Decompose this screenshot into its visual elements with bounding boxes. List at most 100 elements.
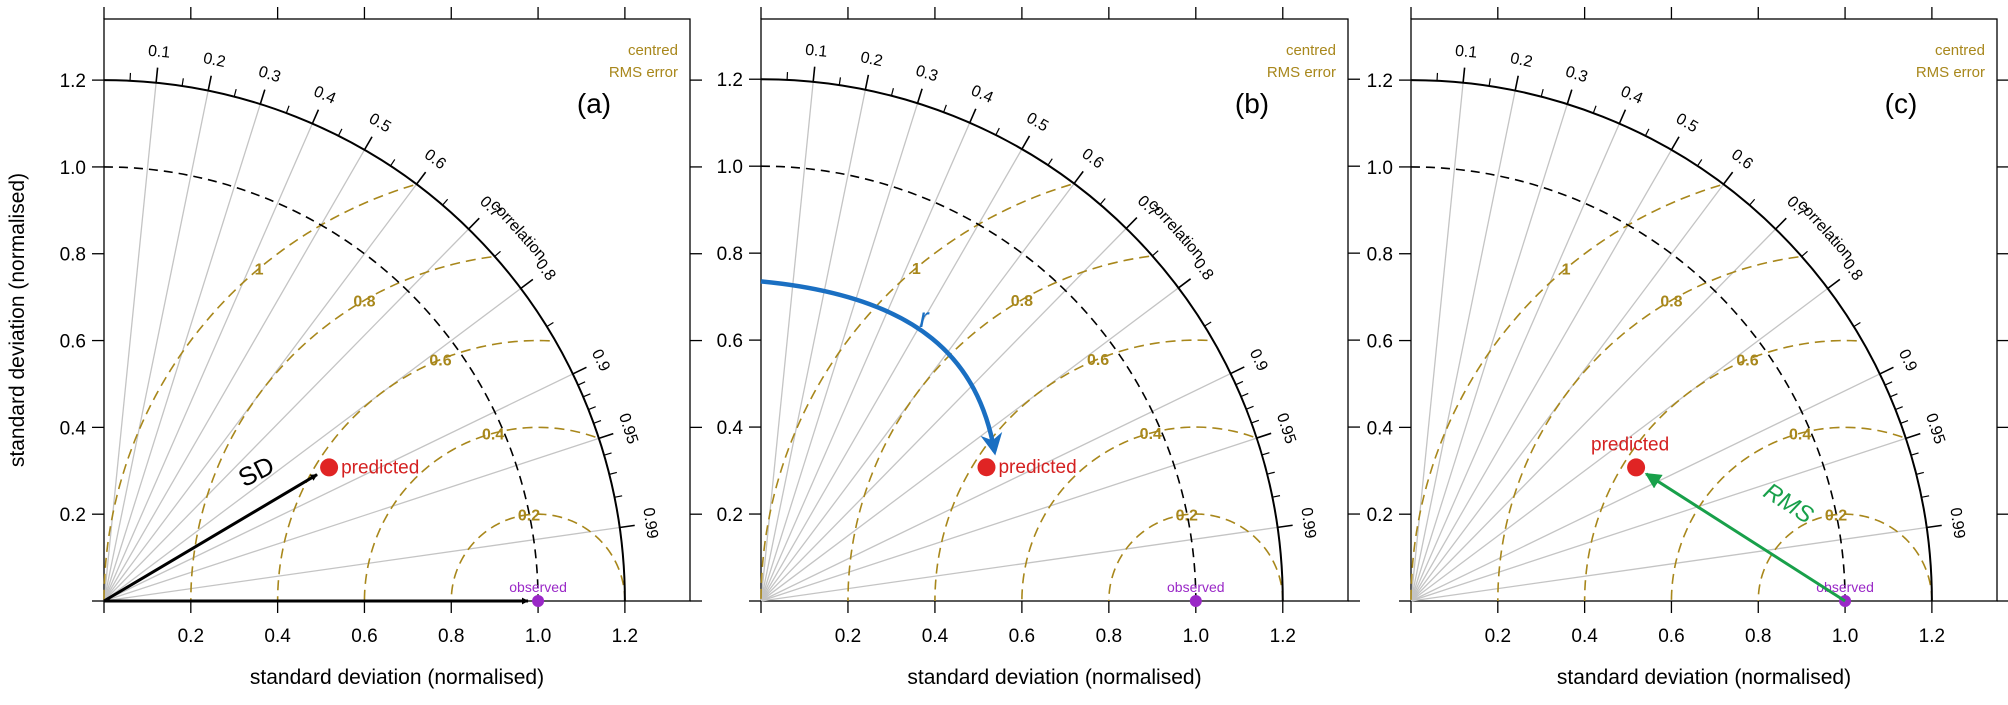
rms-contour-label: 0.4 bbox=[1789, 426, 1811, 443]
rms-contour-label: 0.8 bbox=[1660, 293, 1682, 310]
y-tick-label: 0.2 bbox=[60, 505, 86, 526]
correlation-tick bbox=[1827, 278, 1841, 290]
correlation-minor-tick bbox=[181, 78, 184, 87]
correlation-minor-tick bbox=[890, 88, 894, 96]
rms-contour-label: 0.2 bbox=[518, 508, 540, 525]
y-tick-label: 0.2 bbox=[717, 505, 743, 526]
correlation-ray bbox=[103, 123, 313, 602]
correlation-minor-tick bbox=[442, 198, 449, 206]
panel-label: (c) bbox=[1885, 88, 1918, 119]
correlation-minor-tick bbox=[1540, 88, 1544, 97]
rms-contour bbox=[363, 426, 596, 602]
correlation-minor-tick bbox=[233, 88, 237, 97]
x-axis-title: standard deviation (normalised) bbox=[907, 666, 1201, 689]
x-tick-label: 1.2 bbox=[612, 626, 638, 647]
correlation-minor-tick bbox=[1251, 419, 1260, 424]
correlation-minor-tick bbox=[1884, 381, 1893, 386]
correlation-minor-tick bbox=[1266, 471, 1275, 475]
x-tick-label: 0.6 bbox=[1009, 626, 1035, 647]
correlation-tick bbox=[1021, 135, 1031, 150]
correlation-tick-label: 0.99 bbox=[1297, 506, 1318, 539]
panel-label: (b) bbox=[1235, 88, 1269, 119]
correlation-minor-tick bbox=[337, 128, 343, 137]
rms-contour bbox=[847, 255, 1150, 602]
correlation-tick-label: 0.5 bbox=[366, 110, 394, 136]
x-tick-label: 0.4 bbox=[264, 626, 291, 647]
rms-contour bbox=[1410, 184, 1721, 602]
correlation-tick-label: 0.99 bbox=[1946, 507, 1967, 540]
correlation-tick bbox=[1926, 524, 1942, 529]
correlation-ray bbox=[1410, 287, 1829, 602]
y-tick-label: 1.2 bbox=[60, 71, 86, 92]
x-tick-label: 0.6 bbox=[351, 626, 377, 647]
outer-correlation-arc bbox=[1410, 79, 1933, 602]
correlation-tick-label: 0.95 bbox=[1273, 411, 1299, 446]
rms-contour bbox=[190, 256, 492, 602]
x-tick-label: 0.4 bbox=[922, 626, 949, 647]
correlation-tick bbox=[363, 136, 373, 151]
rms-contour bbox=[1670, 426, 1903, 602]
rms-contour bbox=[1757, 513, 1933, 602]
rms-annotation: RMS bbox=[1759, 478, 1818, 529]
correlation-tick bbox=[1905, 432, 1921, 440]
correlation-minor-tick bbox=[1240, 392, 1249, 398]
y-tick-label: 0.6 bbox=[1367, 332, 1393, 353]
correlation-tick-label: 0.3 bbox=[1563, 63, 1589, 86]
correlation-tick bbox=[1722, 171, 1734, 185]
sd-annotation: SD bbox=[233, 450, 279, 493]
correlation-minor-tick bbox=[1246, 405, 1254, 410]
rms-legend-line-1: centred bbox=[1286, 42, 1336, 59]
correlation-minor-tick bbox=[609, 471, 617, 475]
y-axis-title: standard deviation (normalised) bbox=[6, 173, 29, 467]
correlation-tick bbox=[1462, 67, 1466, 83]
correlation-ray bbox=[103, 373, 574, 602]
rms-contour-label: 0.8 bbox=[353, 293, 375, 310]
correlation-tick bbox=[1514, 75, 1520, 91]
correlation-tick-label: 0.3 bbox=[914, 63, 940, 86]
correlation-tick-label: 0.6 bbox=[1728, 146, 1756, 173]
correlation-ray bbox=[103, 90, 209, 602]
rms-contour bbox=[1583, 339, 1857, 602]
x-tick-label: 1.2 bbox=[1270, 626, 1296, 647]
y-tick-label: 1.2 bbox=[1367, 71, 1393, 92]
correlation-minor-tick bbox=[1853, 321, 1861, 328]
x-tick-label: 0.2 bbox=[178, 626, 204, 647]
correlation-minor-tick bbox=[614, 495, 623, 498]
correlation-tick bbox=[207, 75, 213, 91]
correlation-ray bbox=[1410, 90, 1516, 602]
correlation-tick bbox=[572, 366, 587, 375]
observed-label: observed bbox=[509, 579, 567, 595]
outer-correlation-arc bbox=[103, 79, 626, 602]
correlation-minor-tick bbox=[389, 159, 396, 167]
correlation-tick bbox=[1277, 524, 1293, 529]
predicted-point bbox=[320, 458, 339, 477]
correlation-tick bbox=[259, 89, 266, 105]
predicted-label: predicted bbox=[1591, 434, 1669, 455]
predicted-label: predicted bbox=[341, 457, 419, 478]
correlation-tick-label: 0.1 bbox=[1454, 43, 1478, 62]
correlation-tick-label: 0.6 bbox=[1078, 146, 1106, 173]
x-tick-label: 1.0 bbox=[1183, 626, 1209, 647]
observed-point bbox=[1189, 595, 1202, 607]
correlation-ray bbox=[1410, 373, 1881, 602]
rms-contour-label: 0.6 bbox=[1087, 352, 1109, 369]
correlation-tick bbox=[1879, 366, 1894, 375]
correlation-minor-tick bbox=[995, 127, 1000, 136]
correlation-minor-tick bbox=[588, 406, 596, 411]
y-tick-label: 1.0 bbox=[1367, 158, 1393, 179]
x-tick-label: 0.8 bbox=[438, 626, 464, 647]
correlation-tick bbox=[415, 171, 427, 185]
correlation-tick bbox=[864, 74, 870, 90]
correlation-tick bbox=[1177, 278, 1192, 289]
sd-arrow bbox=[103, 473, 318, 603]
correlation-tick-label: 0.9 bbox=[1246, 346, 1271, 374]
rms-contour-label: 0.6 bbox=[1736, 353, 1758, 370]
correlation-tick bbox=[812, 66, 816, 82]
correlation-tick-label: 0.1 bbox=[804, 42, 828, 61]
y-tick-label: 1.2 bbox=[717, 70, 743, 91]
x-tick-label: 0.6 bbox=[1658, 626, 1684, 647]
correlation-minor-tick bbox=[1488, 78, 1491, 87]
correlation-minor-tick bbox=[943, 104, 947, 113]
